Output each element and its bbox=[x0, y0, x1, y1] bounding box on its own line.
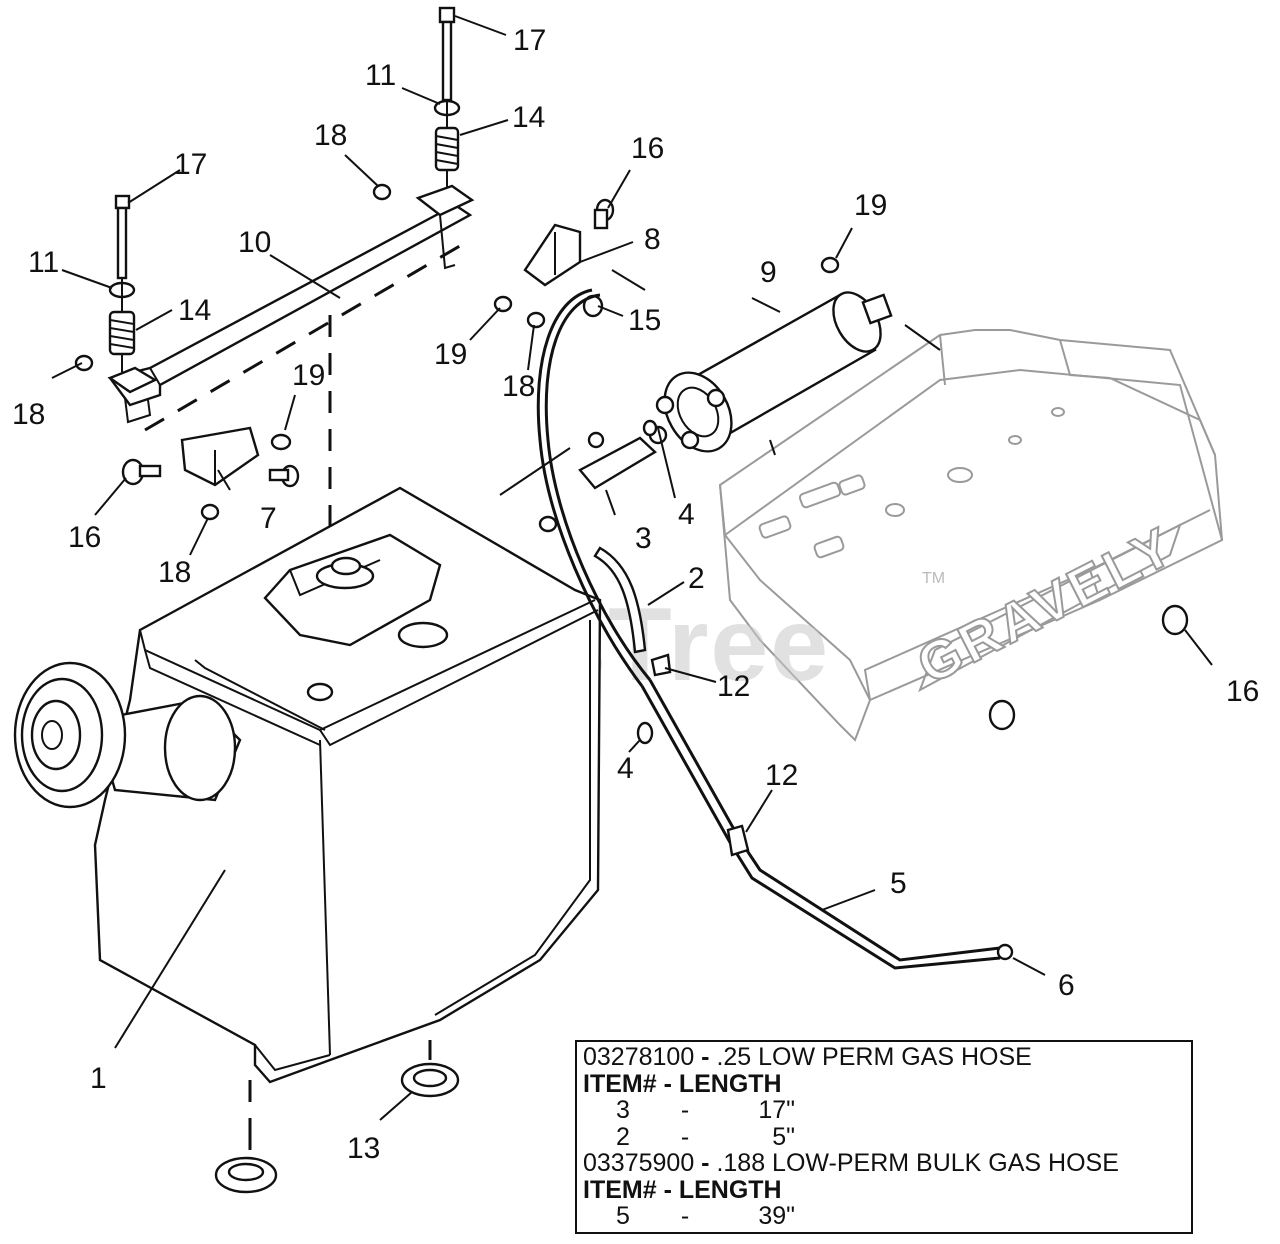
callout-label: 18 bbox=[314, 119, 347, 152]
hose-length-note: 03278100 - .25 LOW PERM GAS HOSE ITEM# -… bbox=[575, 1040, 1193, 1234]
row-length: 39" bbox=[758, 1202, 795, 1230]
leader-lines bbox=[51, 15, 1213, 1121]
callout-label: 4 bbox=[617, 752, 634, 785]
fuel-tank bbox=[13, 486, 602, 1084]
callout-labels: 1 2 3 4 4 5 6 7 8 9 10 11 11 12 12 13 14… bbox=[12, 24, 1259, 1165]
row-item: 5 bbox=[616, 1202, 630, 1230]
mount-bracket bbox=[180, 223, 582, 487]
callout-label: 17 bbox=[174, 148, 207, 181]
note-header-line: ITEM# - LENGTH bbox=[583, 1175, 782, 1204]
column-header-item: ITEM# bbox=[583, 1069, 657, 1098]
callout-label: 19 bbox=[854, 189, 887, 222]
callout-label: 19 bbox=[434, 338, 467, 371]
note-row: 2-5" bbox=[583, 1122, 1191, 1151]
row-item: 2 bbox=[616, 1122, 630, 1151]
callout-label: 11 bbox=[365, 59, 396, 92]
callout-label: 17 bbox=[513, 24, 546, 57]
callout-label: 18 bbox=[12, 398, 45, 431]
callout-label: 3 bbox=[635, 522, 652, 555]
callout-label: 12 bbox=[765, 759, 798, 792]
callout-label: 2 bbox=[688, 562, 705, 595]
callout-label: 15 bbox=[628, 304, 661, 337]
callout-label: 12 bbox=[717, 670, 750, 703]
column-header-item: ITEM# bbox=[583, 1175, 657, 1204]
callout-label: 4 bbox=[678, 498, 695, 531]
callout-label: 14 bbox=[512, 101, 545, 134]
callout-label: 16 bbox=[68, 521, 101, 554]
callout-label: 16 bbox=[1226, 675, 1259, 708]
nut bbox=[74, 183, 840, 533]
callout-label: 19 bbox=[292, 359, 325, 392]
callout-label: 13 bbox=[347, 1132, 380, 1165]
part-description: .25 LOW PERM GAS HOSE bbox=[716, 1043, 1032, 1071]
column-header-length: LENGTH bbox=[678, 1175, 782, 1204]
tank-strap bbox=[107, 184, 475, 424]
watermark-trademark: TM bbox=[922, 570, 945, 587]
row-length: 17" bbox=[758, 1096, 795, 1124]
row-item: 3 bbox=[616, 1096, 630, 1124]
callout-label: 6 bbox=[1058, 969, 1075, 1002]
spring bbox=[108, 126, 460, 356]
callout-label: 8 bbox=[644, 223, 661, 256]
fuel-hose bbox=[536, 288, 1014, 970]
tank-bushing bbox=[214, 1040, 460, 1194]
callout-label: 5 bbox=[890, 867, 907, 900]
note-header-line: ITEM# - LENGTH bbox=[583, 1069, 782, 1098]
note-part-line: 03375900 - .188 LOW-PERM BULK GAS HOSE bbox=[583, 1149, 1119, 1177]
column-header-length: LENGTH bbox=[678, 1069, 782, 1098]
part-number: 03375900 bbox=[583, 1149, 695, 1177]
callout-label: 14 bbox=[178, 294, 211, 327]
callout-label: 7 bbox=[260, 502, 277, 535]
push-pin bbox=[121, 198, 1189, 731]
callout-label: 18 bbox=[158, 556, 191, 589]
note-row: 5-39" bbox=[583, 1203, 1191, 1230]
callout-label: 10 bbox=[238, 226, 271, 259]
callout-label: 18 bbox=[502, 370, 535, 403]
callout-label: 11 bbox=[28, 246, 59, 279]
part-number: 03278100 bbox=[583, 1043, 695, 1071]
washer bbox=[108, 99, 461, 299]
row-length: 5" bbox=[772, 1122, 795, 1151]
callout-label: 16 bbox=[631, 132, 664, 165]
callout-label: 9 bbox=[760, 256, 777, 289]
note-row: 3-17" bbox=[583, 1097, 1191, 1124]
fuel-canister bbox=[648, 291, 893, 453]
callout-label: 1 bbox=[90, 1062, 107, 1095]
part-description: .188 LOW-PERM BULK GAS HOSE bbox=[716, 1149, 1119, 1177]
bolt bbox=[114, 6, 456, 280]
note-part-line: 03278100 - .25 LOW PERM GAS HOSE bbox=[583, 1043, 1032, 1071]
